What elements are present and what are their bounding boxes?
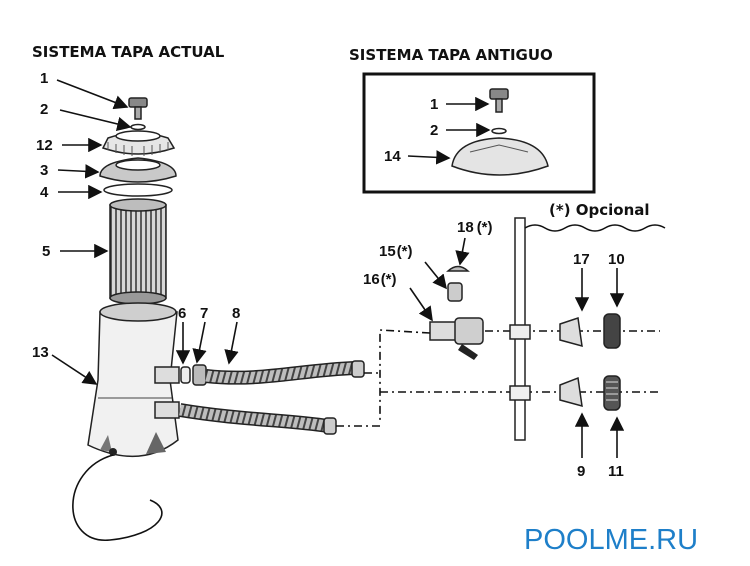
callout-9: 9 — [577, 463, 585, 480]
old-lid-icon — [451, 137, 549, 176]
callout-2: 2 — [40, 101, 48, 118]
hose-clamp-icon — [192, 364, 207, 386]
callout-6: 6 — [178, 305, 186, 322]
strainer-grid-lower-icon — [559, 376, 583, 408]
old-lid-title: SISTEMA TAPA ANTIGUO — [349, 46, 553, 64]
o-ring-small-icon — [130, 123, 146, 131]
callout-7: 7 — [200, 305, 208, 322]
shut-off-valve-icon — [429, 317, 484, 360]
callout-18: 18(*) — [457, 219, 493, 236]
filter-cartridge-icon — [109, 198, 167, 305]
current-lid-title: SISTEMA TAPA ACTUAL — [32, 43, 225, 61]
old-callout-2: 2 — [430, 122, 438, 139]
callout-10: 10 — [608, 251, 625, 268]
optional-note: (*) Opcional — [549, 201, 650, 219]
pump-housing-icon — [87, 302, 179, 458]
old-callout-14: 14 — [384, 148, 401, 165]
callout-11: 11 — [608, 463, 624, 480]
callout-16: 16(*) — [363, 271, 397, 288]
wall-fitting-lower-icon — [509, 385, 531, 401]
callout-1: 1 — [40, 70, 48, 87]
hose-end-lower-icon — [323, 417, 337, 435]
hose-upper-icon — [205, 362, 356, 384]
callout-5: 5 — [42, 243, 50, 260]
strainer-grid-upper-icon — [559, 317, 583, 348]
water-line-icon — [524, 224, 666, 232]
old-callout-1: 1 — [430, 96, 438, 113]
watermark-logo: POOLME.RU — [524, 524, 698, 556]
o-ring-large-icon — [103, 183, 173, 197]
wall-fitting-upper-icon — [509, 324, 531, 340]
filter-cover-icon — [99, 157, 177, 183]
callout-arrows — [51, 79, 625, 458]
callout-12: 12 — [36, 137, 53, 154]
outlet-fitting-icon — [154, 366, 180, 419]
callout-3: 3 — [40, 162, 48, 179]
outlet-grate-icon — [603, 375, 621, 411]
lid-nut-icon — [101, 130, 176, 156]
callout-8: 8 — [232, 305, 240, 322]
strainer-icon — [180, 366, 191, 384]
plunger-cap-icon — [446, 265, 470, 272]
old-air-valve-icon — [489, 88, 509, 113]
plunger-valve-icon — [447, 282, 463, 302]
callout-4: 4 — [40, 184, 49, 201]
power-cord-icon — [72, 454, 163, 541]
hose-end-upper-icon — [351, 360, 365, 378]
air-release-valve-icon — [128, 97, 148, 120]
callout-13: 13 — [32, 344, 49, 361]
connection-line-left — [336, 329, 431, 427]
callout-17: 17 — [573, 251, 590, 268]
inlet-nozzle-icon — [603, 313, 621, 349]
old-lid-system-box — [362, 72, 596, 194]
old-o-ring-icon — [491, 127, 507, 135]
hose-lower-icon — [179, 404, 329, 432]
callout-15: 15(*) — [379, 243, 413, 260]
